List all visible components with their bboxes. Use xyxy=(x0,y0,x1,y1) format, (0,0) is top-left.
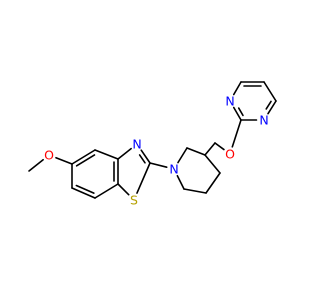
double-bond-b7-b6 xyxy=(71,187,96,199)
atom-label-background xyxy=(167,162,181,176)
double-bond-inner-b5-b4 xyxy=(75,154,96,167)
atom-label-background xyxy=(257,113,271,127)
atom-o1: O xyxy=(42,148,56,163)
double-bond-inner-q2-qn1 xyxy=(237,107,244,117)
double-bond-n3-c2 xyxy=(140,149,151,164)
molecule-structure-diagram: O N S N O N N xyxy=(28,81,277,208)
double-bond-q4-qn3 xyxy=(267,100,277,115)
atom-label: O xyxy=(44,148,54,163)
atom-label: N xyxy=(259,113,268,128)
atom-label: N xyxy=(225,94,234,109)
single-bond-p3-p4 xyxy=(204,154,221,174)
single-bond-b4-b3a xyxy=(94,149,119,160)
single-bond-me-o1 xyxy=(28,158,44,172)
single-bond-o2-q2 xyxy=(231,119,242,148)
single-bond-b3a-n3 xyxy=(117,147,132,160)
atom-label: O xyxy=(225,147,235,162)
single-bond-p3-ch2 xyxy=(204,142,216,156)
single-bond-s1-b7a xyxy=(117,183,130,196)
single-bond-b7a-b7 xyxy=(94,183,119,199)
single-bond-n1-p2 xyxy=(177,147,188,164)
atom-label-background xyxy=(127,193,141,207)
atom-label-layer: O N S N O N N xyxy=(42,94,271,208)
double-bond-b5-b4 xyxy=(71,149,96,165)
double-bond-inner-n3-c2 xyxy=(138,154,146,164)
single-bond-o1-b5 xyxy=(55,156,73,165)
bond-layer xyxy=(28,81,277,199)
atom-label-background xyxy=(223,147,237,161)
single-bond-q5-q4 xyxy=(263,81,277,102)
atom-label-background xyxy=(130,137,144,151)
atom-s1: S xyxy=(127,193,141,208)
single-bond-p5-p6 xyxy=(183,188,207,194)
atom-o2: O xyxy=(223,147,237,162)
single-bond-c2-s1 xyxy=(136,162,151,194)
single-bond-p6-n1 xyxy=(176,174,185,190)
atom-label-background xyxy=(223,94,237,108)
atom-qn3: N xyxy=(257,113,271,128)
single-bond-p4-p5 xyxy=(205,172,221,194)
single-bond-c2-n1 xyxy=(149,162,168,168)
double-bond-inner-q4-qn3 xyxy=(265,100,272,110)
atom-label-background xyxy=(42,148,56,162)
atom-label: N xyxy=(169,162,178,177)
atom-n3: N xyxy=(130,137,144,152)
atom-n1: N xyxy=(167,162,181,177)
single-bond-p2-p3 xyxy=(186,147,206,156)
atom-label: S xyxy=(130,193,138,208)
double-bond-inner-b7-b6 xyxy=(75,184,95,194)
single-bond-ch2-o2 xyxy=(214,142,225,151)
atom-qn1: N xyxy=(223,94,237,109)
atom-label: N xyxy=(132,137,141,152)
single-bond-qn1-q6 xyxy=(232,81,242,96)
double-bond-q2-qn1 xyxy=(232,106,242,121)
